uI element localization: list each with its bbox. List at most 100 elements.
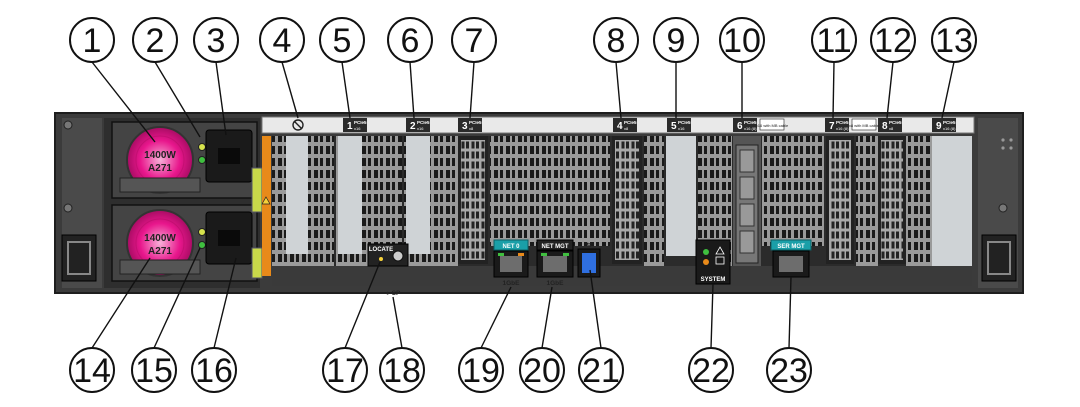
psu-top-latch[interactable] xyxy=(251,167,263,213)
system-status-panel: SYSTEM xyxy=(695,239,731,285)
callout-number: 2 xyxy=(146,22,165,60)
pcie-slot-9[interactable] xyxy=(932,136,972,268)
callout-9: 9 xyxy=(653,17,699,63)
callout-number: 5 xyxy=(333,22,352,60)
center-vent-grille xyxy=(490,136,610,246)
usb-port[interactable]: ⇆ xyxy=(577,241,601,278)
slot-type: PCIe5 xyxy=(624,120,637,125)
callout-3: 3 xyxy=(193,17,239,63)
psu-bottom-ok-led xyxy=(198,241,206,249)
callout-7: 7 xyxy=(451,17,497,63)
svg-text:x8 with MB cable: x8 with MB cable xyxy=(849,123,880,128)
psu-bottom-status-led xyxy=(198,228,206,236)
psu-top-wattage: 1400W xyxy=(144,150,176,161)
callout-5: 5 xyxy=(319,17,365,63)
slot-type: PCIe5 xyxy=(417,120,430,125)
sp-label: ●-SP xyxy=(386,290,401,297)
slot-number: 8 xyxy=(882,121,888,132)
slot-number: 7 xyxy=(829,121,835,132)
callout-number: 21 xyxy=(582,352,620,390)
slot-type: PCIe5 xyxy=(836,120,849,125)
system-label: SYSTEM xyxy=(701,277,726,283)
pcie-slot-4[interactable] xyxy=(612,136,664,266)
callout-4: 4 xyxy=(259,17,305,63)
callout-number: 9 xyxy=(667,22,686,60)
warning-icon xyxy=(261,196,271,205)
callout-18: 18 xyxy=(379,347,425,393)
locate-button[interactable] xyxy=(392,250,404,262)
net-mgt-port[interactable]: NET MGT xyxy=(536,239,574,278)
system-fault-led xyxy=(703,259,709,265)
slot-width: x16 xyxy=(678,126,685,131)
slot-type: PCIe5 xyxy=(678,120,691,125)
right-rack-handle[interactable] xyxy=(981,234,1017,282)
callout-13: 13 xyxy=(931,17,977,63)
slot-width: x16 xyxy=(354,126,361,131)
slot-number: 9 xyxy=(936,121,942,132)
callout-number: 10 xyxy=(723,22,761,60)
ser-mgt-port[interactable]: SER MGT xyxy=(770,239,812,278)
psu-bottom[interactable]: 1400W A271 xyxy=(111,204,258,282)
slot-type: PCIe5 xyxy=(943,120,956,125)
slot-type: PCIe5 xyxy=(889,120,902,125)
ser-mgt-label: SER MGT xyxy=(777,244,805,250)
callout-number: 17 xyxy=(326,352,364,390)
callout-22: 22 xyxy=(688,347,734,393)
slot-width: x16 (8) xyxy=(943,126,956,131)
callout-number: 13 xyxy=(935,22,973,60)
slot-type: PCIe5 xyxy=(354,120,367,125)
callout-16: 16 xyxy=(191,347,237,393)
left-rack-handle[interactable] xyxy=(61,234,97,282)
callout-2: 2 xyxy=(132,17,178,63)
slot-width: x8 xyxy=(889,126,894,131)
callout-12: 12 xyxy=(870,17,916,63)
psu-bottom-wattage: 1400W xyxy=(144,233,176,244)
net0-speed-label: 1GbE xyxy=(503,280,521,287)
slot-number: 4 xyxy=(617,121,623,132)
psu-top-status-led xyxy=(198,143,206,151)
slot-number: 5 xyxy=(671,121,677,132)
psu-top[interactable]: 1400W A271 xyxy=(111,121,258,199)
net0-port[interactable]: NET 0 xyxy=(493,239,529,278)
callout-number: 16 xyxy=(195,352,233,390)
pcie-slot-8[interactable] xyxy=(856,136,932,266)
callout-15: 15 xyxy=(131,347,177,393)
callout-number: 20 xyxy=(523,352,561,390)
callout-14: 14 xyxy=(69,347,115,393)
callout-17: 17 xyxy=(322,347,368,393)
callout-number: 15 xyxy=(135,352,173,390)
psu-top-ok-led xyxy=(198,156,206,164)
callout-number: 4 xyxy=(273,22,292,60)
callout-number: 3 xyxy=(207,22,226,60)
callout-8: 8 xyxy=(593,17,639,63)
pcie-slot-3[interactable] xyxy=(404,136,488,266)
locate-label: LOCATE xyxy=(369,247,393,253)
locate-button-block[interactable]: LOCATE xyxy=(367,243,409,267)
callout-11: 11 xyxy=(811,17,857,63)
net-mgt-speed-label: 1GbE xyxy=(547,280,565,287)
callout-number: 22 xyxy=(692,352,730,390)
slot-number: 1 xyxy=(347,121,353,132)
callout-number: 1 xyxy=(83,22,102,60)
psu-bottom-latch[interactable] xyxy=(251,247,263,279)
callout-6: 6 xyxy=(387,17,433,63)
pcie-slot-1[interactable] xyxy=(272,136,334,266)
orange-warning-strip xyxy=(262,136,271,276)
callout-20: 20 xyxy=(519,347,565,393)
pcie-slot-7[interactable] xyxy=(762,136,854,264)
callout-number: 18 xyxy=(383,352,421,390)
callout-number: 6 xyxy=(401,22,420,60)
callout-19: 19 xyxy=(458,347,504,393)
slot-width: x8 xyxy=(624,126,629,131)
locate-led xyxy=(379,257,383,261)
pcie-slot-5[interactable] xyxy=(666,136,696,256)
callout-10: 10 xyxy=(719,17,765,63)
